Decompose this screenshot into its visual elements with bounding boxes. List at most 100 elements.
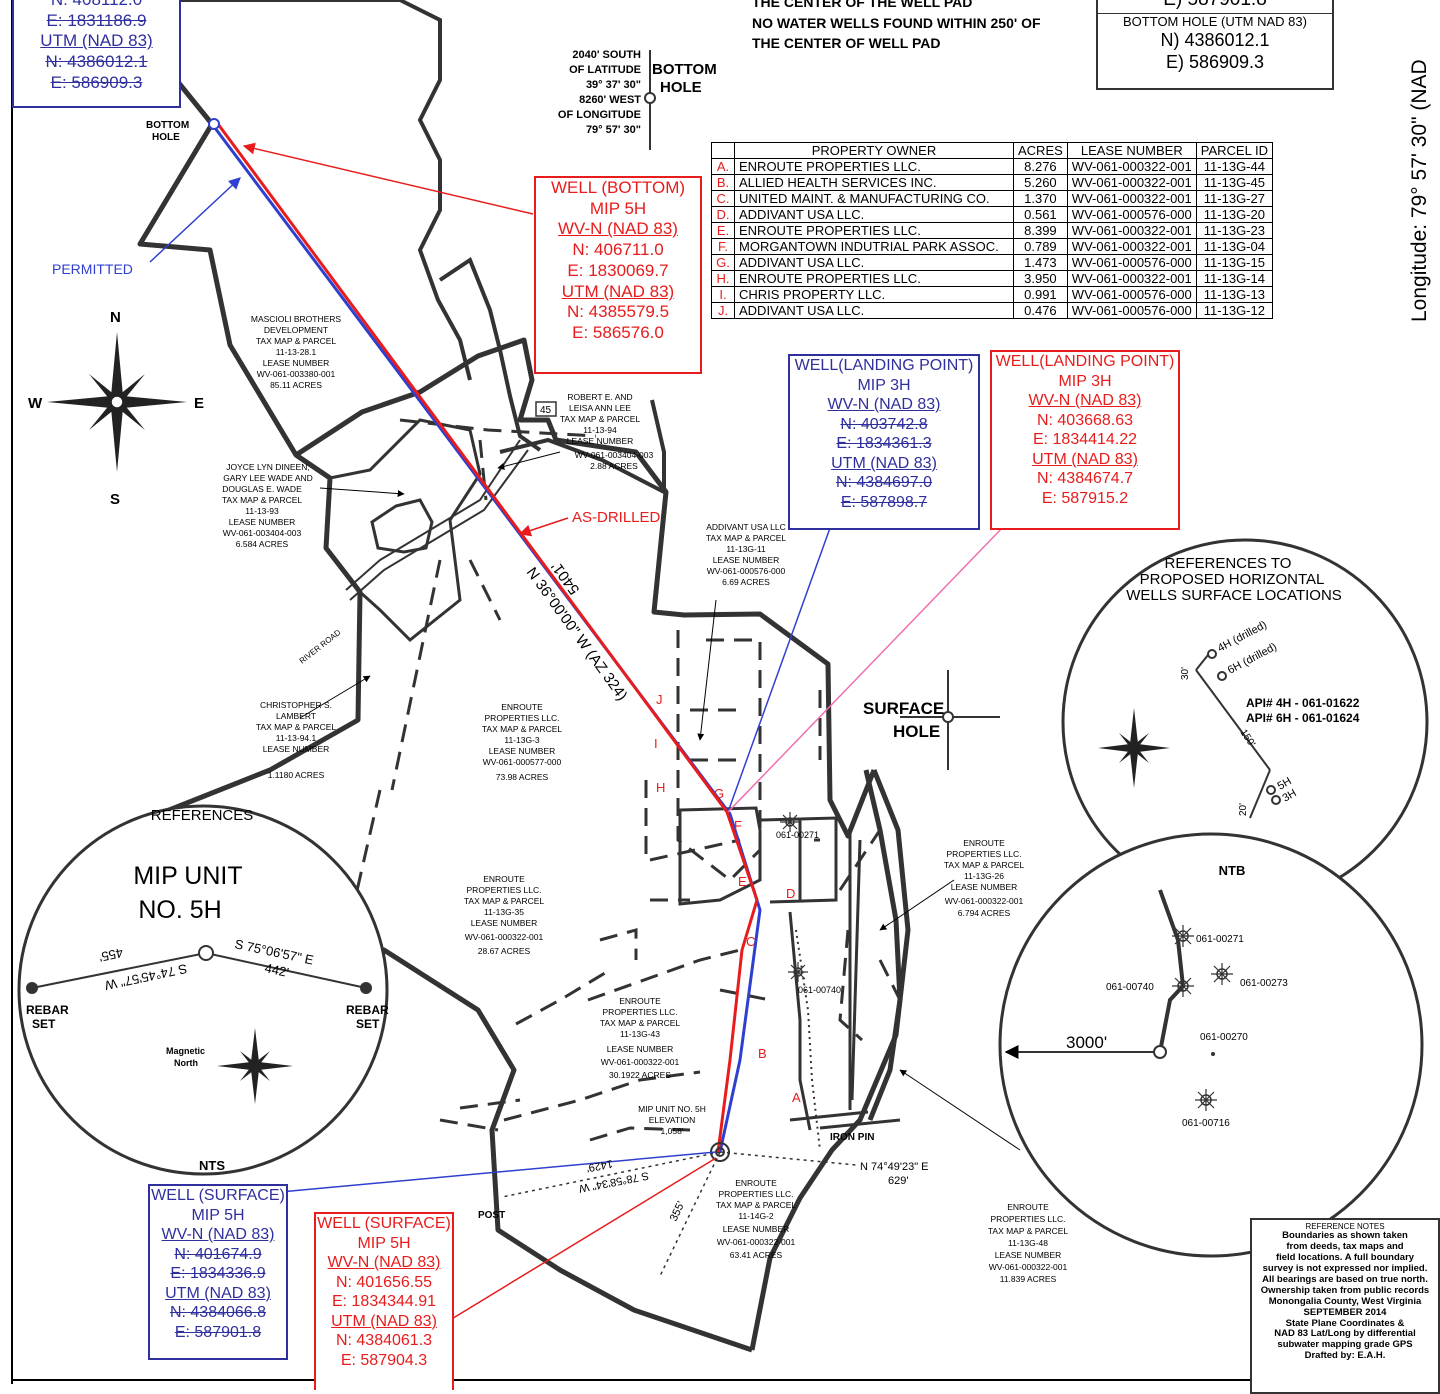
parcel-label-line: 6.69 ACRES bbox=[722, 577, 770, 587]
parcel-label-line: TAX MAP & PARCEL bbox=[600, 1018, 681, 1028]
parcel-enroute-2: ENROUTE PROPERTIES LLC. TAX MAP & PARCEL… bbox=[716, 1178, 797, 1260]
parcel-label-line: WV-061-000322-001 bbox=[465, 932, 544, 942]
owner-cell-lease: WV-061-000576-000 bbox=[1066, 206, 1197, 223]
owner-cell-parcel: 11-13G-44 bbox=[1195, 158, 1273, 175]
offset-star-273 bbox=[1211, 963, 1233, 985]
parcel-label-line: 11-13G-43 bbox=[620, 1029, 660, 1039]
parcel-label-line: 11-13-93 bbox=[245, 506, 279, 516]
compass-e: E bbox=[194, 395, 204, 412]
owner-cell-key: G. bbox=[711, 254, 735, 271]
offset-hole-label-2: HOLE bbox=[660, 79, 702, 96]
parcel-label-line: TAX MAP & PARCEL bbox=[944, 860, 1025, 870]
parcel-label-line: ENROUTE bbox=[483, 874, 525, 884]
hrefs-api-6h: API# 6H - 061-01624 bbox=[1246, 711, 1360, 725]
info-line: WELL(LANDING POINT) bbox=[794, 357, 974, 374]
survey-ties bbox=[501, 1151, 857, 1277]
info-line: WV-N (NAD 83) bbox=[1028, 392, 1142, 410]
owner-cell-parcel: 11-13G-45 bbox=[1195, 174, 1273, 191]
owner-cell-owner: ALLIED HEALTH SERVICES INC. bbox=[734, 174, 1014, 191]
offset-star-271 bbox=[1172, 925, 1194, 947]
surface-blue-leader bbox=[279, 1151, 717, 1193]
bh-utm-north: N) 4386012.1 bbox=[1160, 30, 1270, 51]
parcel-addivant: ADDIVANT USA LLC TAX MAP & PARCEL 11-13G… bbox=[706, 522, 787, 587]
parcel-label-line: LEASE NUMBER bbox=[723, 1224, 790, 1234]
magnetic-label-2: North bbox=[174, 1058, 198, 1068]
parcel-letter-d: D bbox=[786, 886, 795, 901]
surface-red-box: WELL (SURFACE) MIP 5H WV-N (NAD 83) N: 4… bbox=[314, 1212, 454, 1390]
as-drilled-leader bbox=[518, 517, 569, 537]
map-well-271: 061-00271 bbox=[776, 830, 819, 840]
info-line: N: 4384061.3 bbox=[335, 1332, 433, 1350]
surface-hole-label-2: HOLE bbox=[893, 722, 940, 741]
hrefs-title-2: PROPOSED HORIZONTAL bbox=[1140, 571, 1325, 588]
map-well-740: 061-00740 bbox=[798, 985, 841, 995]
parcel-label-line: WV-061-003380-001 bbox=[257, 369, 336, 379]
info-line: Monongalia County, West Virginia bbox=[1268, 1295, 1422, 1307]
side-longitude: Longitude: 79° 57' 30" (NAD bbox=[1408, 59, 1431, 322]
owner-cell-lease: WV-061-000576-000 bbox=[1066, 254, 1197, 271]
owner-cell-parcel: 11-13G-14 bbox=[1195, 270, 1273, 287]
railroad-ties bbox=[795, 929, 821, 1151]
compass-s: S bbox=[110, 491, 120, 508]
parcel-label-line: LEASE NUMBER bbox=[471, 918, 538, 928]
owner-cell-acres: 8.399 bbox=[1013, 222, 1068, 239]
parcel-letter-j: J bbox=[656, 692, 663, 707]
parcel-label-line: WV-061-000322-001 bbox=[989, 1262, 1068, 1272]
info-line: E: 587901.8 bbox=[174, 1323, 262, 1341]
offset-hole-label-1: BOTTOM bbox=[652, 61, 717, 78]
offset-w273: 061-00273 bbox=[1240, 978, 1288, 989]
offset-note-6: 79° 57' 30" bbox=[586, 124, 641, 136]
parcel-label-line: 11-13G-3 bbox=[504, 735, 540, 745]
offset-dot-270 bbox=[1211, 1052, 1215, 1056]
water-note-2: NO WATER WELLS FOUND WITHIN 250' OF bbox=[752, 15, 1041, 31]
parcel-label-line: ENROUTE bbox=[735, 1178, 777, 1188]
parcel-label-line: ENROUTE bbox=[619, 996, 661, 1006]
industrial-lots bbox=[678, 806, 862, 1110]
info-line: Drafted by: E.A.H. bbox=[1304, 1350, 1386, 1362]
info-line: N: 4384697.0 bbox=[835, 474, 933, 492]
parcel-enroute-35: ENROUTE PROPERTIES LLC. TAX MAP & PARCEL… bbox=[464, 874, 545, 956]
map-star-271 bbox=[780, 812, 800, 832]
owner-cell-lease: WV-061-000322-001 bbox=[1066, 158, 1197, 175]
info-line: MIP 3H bbox=[1058, 372, 1112, 390]
owner-cell-parcel: 11-13G-27 bbox=[1195, 190, 1273, 207]
info-line: WELL (SURFACE) bbox=[317, 1215, 451, 1232]
enroute26-leader bbox=[879, 879, 955, 931]
hrefs-title-1: REFERENCES TO bbox=[1165, 555, 1292, 572]
parcel-joyce: JOYCE LYN DINEEN, GARY LEE WADE AND DOUG… bbox=[222, 462, 313, 549]
info-line: E: 587915.2 bbox=[1041, 489, 1129, 507]
compass-w: W bbox=[28, 395, 43, 412]
info-line: N: 403668.63 bbox=[1036, 411, 1134, 429]
owner-cell-acres: 0.991 bbox=[1013, 286, 1068, 303]
parcel-label-line: 6.584 ACRES bbox=[236, 539, 289, 549]
bottom-leader bbox=[242, 142, 534, 215]
owner-cell-acres: 0.476 bbox=[1013, 302, 1068, 319]
parcel-label-line: TAX MAP & PARCEL bbox=[464, 896, 545, 906]
owner-cell-key: C. bbox=[711, 190, 735, 207]
parcel-label-line: TAX MAP & PARCEL bbox=[222, 495, 303, 505]
offset-note-3: 39° 37' 30" bbox=[586, 79, 641, 91]
owner-cell-lease: WV-061-000576-000 bbox=[1066, 286, 1197, 303]
parcel-letter-b: B bbox=[758, 1046, 767, 1061]
parcel-letter-c: C bbox=[746, 934, 755, 949]
parcel-label-line: DOUGLAS E. WADE bbox=[222, 484, 302, 494]
parcel-letter-f: F bbox=[734, 818, 742, 833]
parcel-label-line: PROPERTIES LLC. bbox=[719, 1189, 794, 1199]
parcel-label-line: PROPERTIES LLC. bbox=[603, 1007, 678, 1017]
parcel-label-line: TAX MAP & PARCEL bbox=[256, 336, 337, 346]
rebar-left-2: SET bbox=[32, 1017, 56, 1031]
owner-cell-acres: 3.950 bbox=[1013, 270, 1068, 287]
surface-red-leader bbox=[449, 1157, 717, 1321]
north-boundary bbox=[178, 0, 472, 381]
parcel-label-line: LAMBERT bbox=[276, 711, 316, 721]
post-label: POST bbox=[478, 1210, 505, 1221]
river-road-label: RIVER ROAD bbox=[298, 628, 343, 666]
unit-marker bbox=[198, 945, 214, 961]
north-arrow-main bbox=[47, 332, 187, 472]
references-unit-1: MIP UNIT bbox=[133, 862, 242, 890]
offset-w270: 061-00270 bbox=[1200, 1032, 1248, 1043]
